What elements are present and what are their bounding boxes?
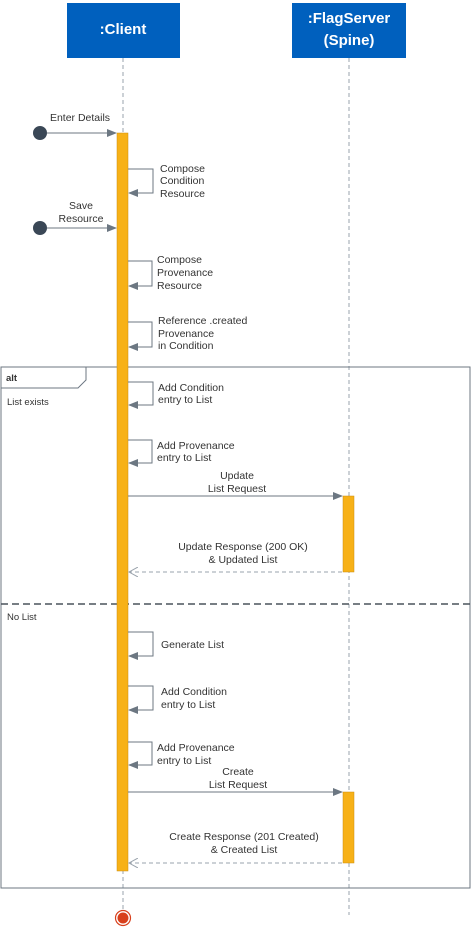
compose-provenance-label-3: Resource [157, 280, 202, 292]
message-create-list-request: Create List Request [128, 766, 343, 796]
compose-condition-label-2: Condition [160, 175, 205, 187]
generate-list-label: Generate List [161, 639, 224, 651]
create-request-label-2: List Request [209, 779, 267, 791]
participant-client: :Client [67, 3, 180, 58]
update-response-label-1: Update Response (200 OK) [178, 541, 308, 553]
self-message-reference-created: Reference .created Provenance in Conditi… [128, 315, 247, 352]
update-response-label-2: & Updated List [209, 554, 278, 566]
add-provenance-2-label-2: entry to List [157, 755, 211, 767]
create-request-label-1: Create [222, 766, 254, 778]
reference-created-label-1: Reference .created [158, 315, 247, 327]
compose-provenance-label-1: Compose [157, 254, 202, 266]
add-condition-2-label-2: entry to List [161, 699, 215, 711]
message-save-resource: Save Resource [33, 200, 117, 235]
alt-guard-list-exists: List exists [7, 397, 49, 408]
self-message-add-condition-2: Add Condition entry to List [128, 685, 227, 714]
self-message-add-provenance-2: Add Provenance entry to List [128, 741, 235, 769]
end-marker [114, 909, 132, 927]
reference-created-label-2: Provenance [158, 328, 214, 340]
save-resource-label-line2: Resource [59, 213, 104, 225]
compose-provenance-label-2: Provenance [157, 267, 213, 279]
add-condition-1-label-1: Add Condition [158, 382, 224, 394]
alt-keyword: alt [6, 373, 18, 384]
create-response-label-1: Create Response (201 Created) [169, 831, 318, 843]
client-activation [116, 132, 129, 872]
reference-created-label-3: in Condition [158, 340, 214, 352]
message-update-response: Update Response (200 OK) & Updated List [129, 541, 342, 572]
add-provenance-1-label-2: entry to List [157, 452, 211, 464]
message-create-response: Create Response (201 Created) & Created … [129, 831, 342, 863]
start-dot [33, 221, 47, 235]
message-enter-details: Enter Details [33, 112, 117, 140]
self-message-compose-condition: Compose Condition Resource [128, 163, 205, 200]
self-message-generate-list: Generate List [128, 631, 224, 660]
self-message-compose-provenance: Compose Provenance Resource [128, 254, 213, 292]
add-condition-1-label-2: entry to List [158, 394, 212, 406]
add-provenance-1-label-1: Add Provenance [157, 440, 235, 452]
self-message-add-provenance-1: Add Provenance entry to List [128, 439, 235, 467]
compose-condition-label-1: Compose [160, 163, 205, 175]
update-request-label-1: Update [220, 470, 254, 482]
participant-flagserver-label: :FlagServer [308, 10, 391, 27]
flagserver-activation-update [342, 495, 355, 573]
participant-client-label: :Client [100, 21, 147, 38]
add-provenance-2-label-1: Add Provenance [157, 742, 235, 754]
participant-flagserver-sublabel: (Spine) [324, 32, 375, 49]
alt-guard-no-list: No List [7, 612, 37, 623]
compose-condition-label-3: Resource [160, 188, 205, 200]
create-response-label-2: & Created List [211, 844, 278, 856]
update-request-label-2: List Request [208, 483, 266, 495]
enter-details-label: Enter Details [50, 112, 110, 124]
flagserver-activation-create [342, 791, 355, 864]
self-message-add-condition-1: Add Condition entry to List [128, 381, 224, 409]
message-update-list-request: Update List Request [128, 470, 343, 500]
add-condition-2-label-1: Add Condition [161, 686, 227, 698]
start-dot [33, 126, 47, 140]
save-resource-label-line1: Save [69, 200, 93, 212]
participant-flagserver: :FlagServer (Spine) [292, 3, 406, 58]
alt-fragment: alt List exists No List [0, 366, 471, 889]
